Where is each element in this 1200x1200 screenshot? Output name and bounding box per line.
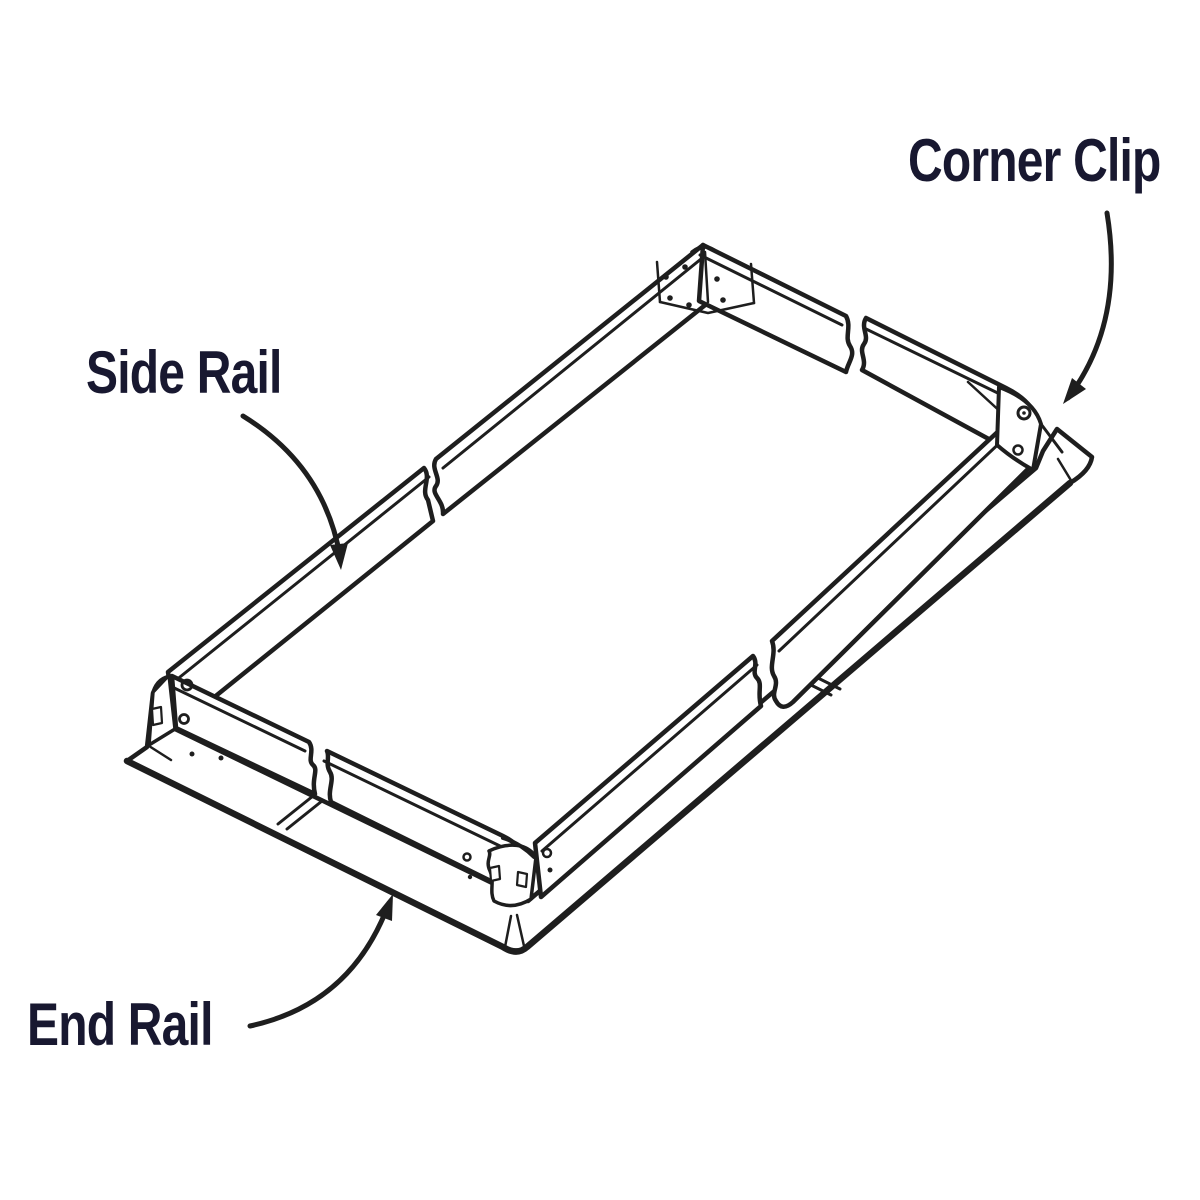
arrowhead-icon — [1063, 378, 1086, 404]
corner-clip-right — [995, 385, 1064, 472]
side-rail-label: Side Rail — [86, 339, 282, 406]
corner-clip-far — [655, 245, 756, 315]
corner-clip-left — [147, 673, 224, 761]
corner-clip-arrow — [1063, 210, 1114, 404]
arrowhead-icon — [376, 894, 393, 921]
corner-clip-label: Corner Clip — [908, 127, 1161, 194]
end-rail-near — [166, 673, 524, 899]
end-rail-arrow — [247, 894, 393, 1029]
base-flange — [123, 426, 1095, 955]
end-rail-far — [696, 242, 1039, 465]
rivet-holes — [663, 264, 726, 308]
side-rail-arrow — [240, 413, 348, 570]
corner-clip-near — [462, 836, 538, 908]
side-rail-near — [532, 415, 1037, 900]
arrowhead-icon — [330, 543, 348, 570]
side-rail-far — [165, 242, 712, 731]
end-rail-label: End Rail — [27, 991, 213, 1058]
